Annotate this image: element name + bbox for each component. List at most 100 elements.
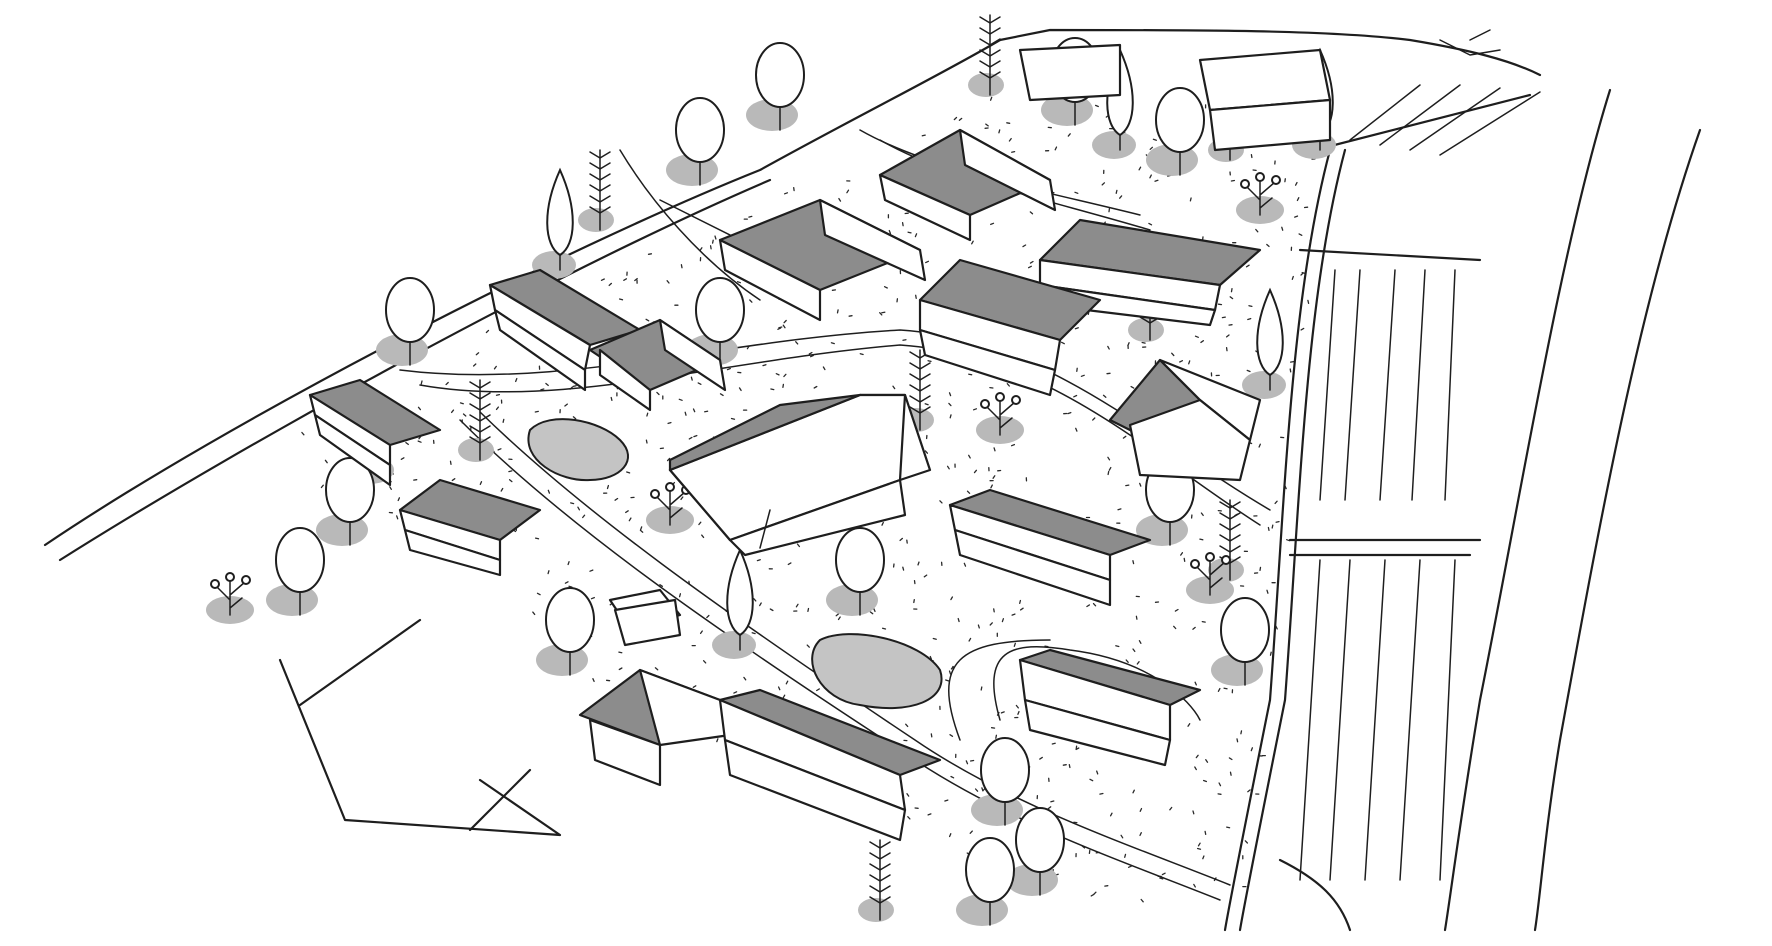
stipple-mark <box>714 235 717 240</box>
stipple-mark <box>1161 872 1166 876</box>
stipple-mark <box>1230 179 1236 182</box>
stipple-mark <box>913 598 915 604</box>
stipple-mark <box>572 385 577 388</box>
stipple-mark <box>980 686 983 691</box>
stipple-mark <box>899 537 904 542</box>
stipple-mark <box>1218 782 1222 787</box>
stipple-mark <box>1171 352 1175 357</box>
stipple-mark <box>1202 779 1208 783</box>
stipple-mark <box>532 611 536 616</box>
stipple-mark <box>977 624 980 629</box>
stipple-mark <box>534 537 540 540</box>
stipple-mark <box>656 391 660 396</box>
stipple-mark <box>923 574 928 578</box>
stipple-mark <box>1229 296 1234 300</box>
round-tree <box>666 97 725 186</box>
stipple-mark <box>1074 327 1079 330</box>
stipple-mark <box>969 830 973 834</box>
stipple-mark <box>1074 191 1079 194</box>
stipple-mark <box>873 608 876 613</box>
stipple-mark <box>1294 215 1299 218</box>
stipple-mark <box>1060 341 1065 345</box>
stipple-mark <box>1107 470 1110 476</box>
stipple-mark <box>536 592 541 596</box>
parking-strips <box>1299 29 1541 881</box>
stipple-mark <box>995 734 998 739</box>
stipple-mark <box>1289 360 1295 363</box>
stipple-mark <box>1250 153 1253 159</box>
stipple-mark <box>881 311 886 314</box>
stipple-mark <box>495 406 500 411</box>
stipple-mark <box>1017 710 1020 715</box>
stipple-mark <box>540 388 545 391</box>
stipple-mark <box>1266 243 1270 248</box>
stipple-mark <box>1075 427 1078 432</box>
stipple-mark <box>1152 138 1157 141</box>
stipple-mark <box>1124 853 1127 858</box>
stipple-mark <box>500 487 504 492</box>
stipple-mark <box>1183 557 1186 562</box>
round-tree <box>376 277 435 366</box>
stipple-mark <box>1245 264 1250 268</box>
pine-tree <box>458 379 494 462</box>
stipple-mark <box>1169 806 1173 811</box>
stipple-mark <box>775 373 780 376</box>
stipple-mark <box>1109 812 1113 817</box>
round-tree <box>536 587 595 676</box>
stipple-mark <box>1019 599 1022 605</box>
stipple-mark <box>1141 341 1146 344</box>
stipple-mark <box>1140 898 1144 903</box>
stipple-mark <box>502 418 505 423</box>
stipple-mark <box>782 383 785 389</box>
stipple-mark <box>417 440 422 443</box>
round-tree <box>1211 597 1270 686</box>
stipple-mark <box>989 622 993 626</box>
stipple-mark <box>914 233 918 238</box>
stipple-mark <box>420 380 423 385</box>
stipple-mark <box>1275 520 1280 523</box>
stipple-mark <box>881 627 887 630</box>
stipple-mark <box>1258 443 1261 448</box>
stipple-mark <box>1011 150 1016 153</box>
stipple-mark <box>769 608 774 612</box>
stipple-mark <box>692 408 696 413</box>
stipple-mark <box>806 644 810 648</box>
stipple-mark <box>625 510 629 514</box>
stipple-mark <box>1173 625 1177 630</box>
building-nw-gable <box>588 318 727 412</box>
stipple-mark <box>1029 260 1034 264</box>
stipple-mark <box>678 398 683 401</box>
stipple-mark <box>1159 877 1164 880</box>
round-tree <box>746 42 805 131</box>
stipple-mark <box>1300 327 1305 331</box>
stipple-mark <box>1250 747 1254 752</box>
stipple-mark <box>1119 195 1123 199</box>
pond-west <box>527 418 630 482</box>
shrub-tree <box>206 572 254 624</box>
stipple-mark <box>1000 711 1005 714</box>
stipple-mark <box>1296 197 1300 202</box>
stipple-mark <box>1174 608 1179 612</box>
stipple-mark <box>1225 334 1230 338</box>
stipple-mark <box>777 686 781 691</box>
stipple-mark <box>1194 766 1197 771</box>
stipple-mark <box>1200 512 1204 517</box>
stipple-mark <box>1107 345 1110 350</box>
stipple-mark <box>762 364 767 367</box>
stipple-mark <box>495 393 501 396</box>
building-north-b <box>878 128 1057 242</box>
stipple-mark <box>1122 435 1127 439</box>
stipple-mark <box>719 393 724 397</box>
stipple-mark <box>1255 228 1259 233</box>
stipple-mark <box>592 678 595 683</box>
building-south-a <box>578 668 732 787</box>
stipple-mark <box>1092 417 1096 421</box>
stipple-mark <box>564 581 569 584</box>
stipple-mark <box>1187 723 1191 727</box>
stipple-mark <box>1154 179 1159 182</box>
stipple-mark <box>451 478 456 482</box>
stipple-mark <box>1204 830 1207 836</box>
building-south-east <box>1018 648 1202 767</box>
round-tree <box>956 837 1015 926</box>
stipple-mark <box>944 799 949 802</box>
